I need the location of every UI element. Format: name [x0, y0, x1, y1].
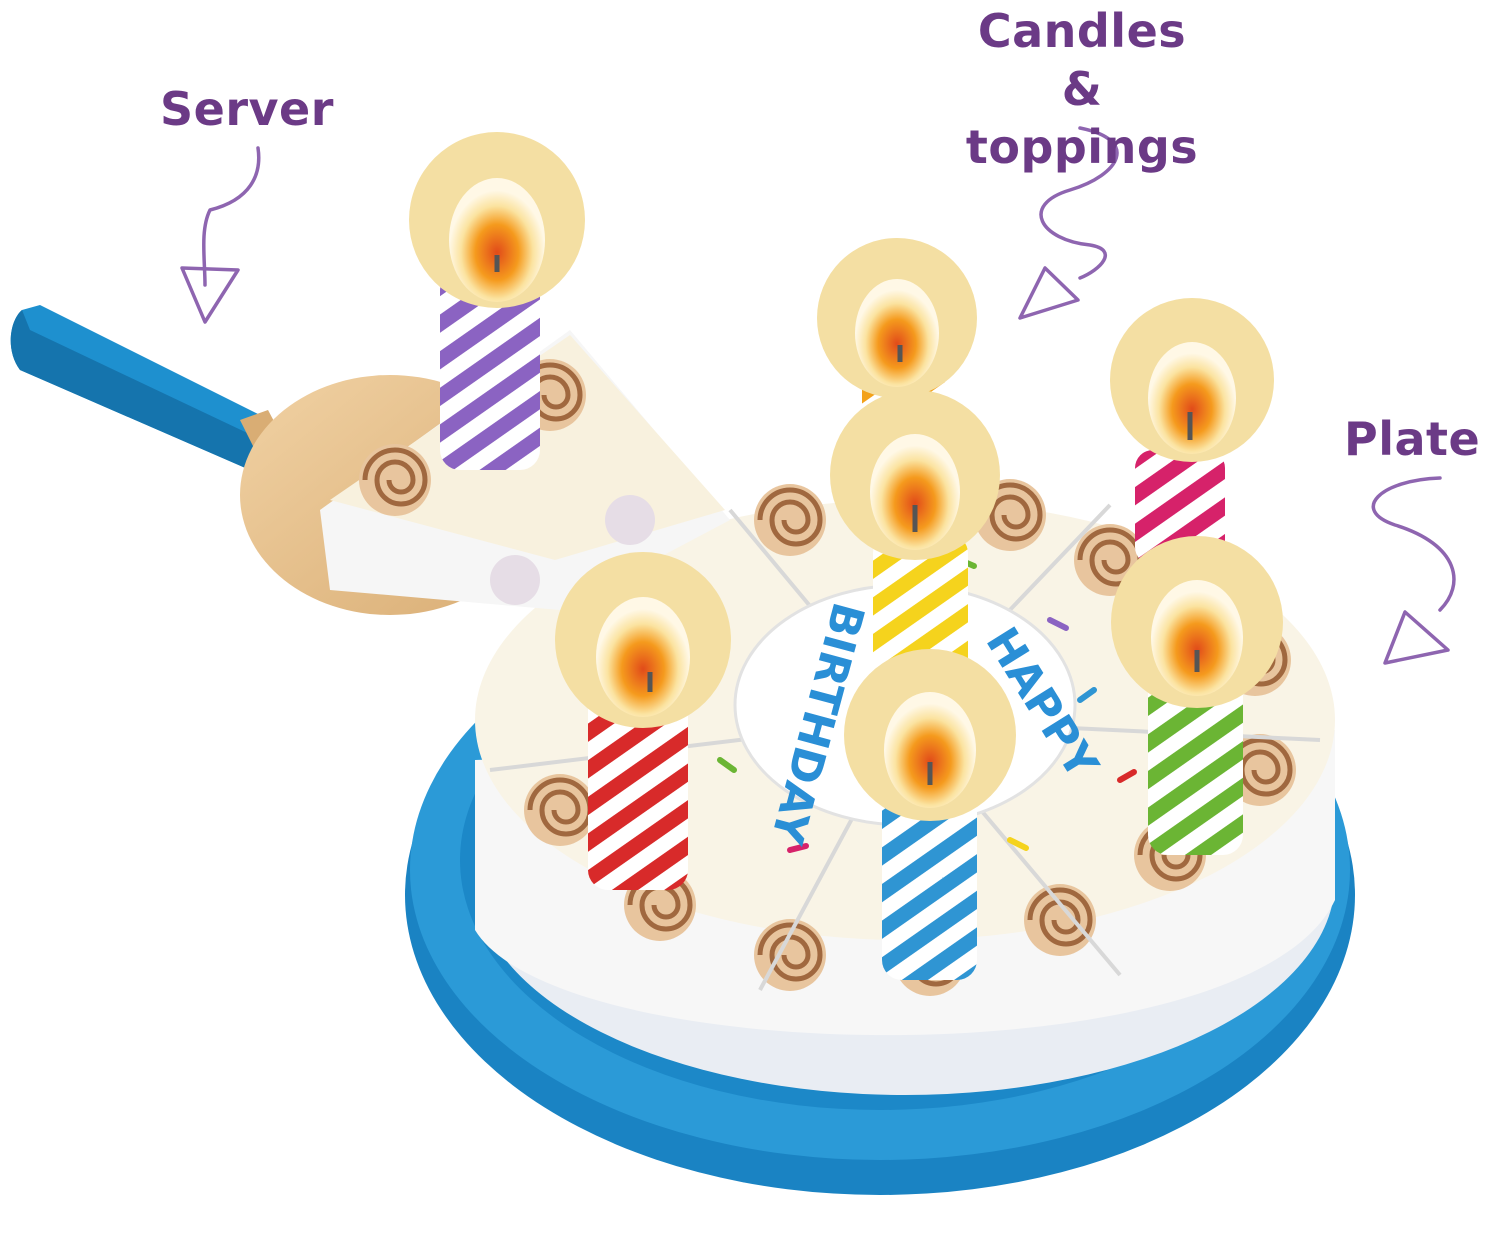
candle-green [1111, 536, 1283, 855]
plate-label: Plate [1344, 412, 1481, 466]
candles-toppings-label: Candles & toppings [948, 2, 1216, 176]
candle-blue [844, 649, 1016, 980]
candle-purple [409, 132, 585, 470]
candle-yellow [830, 390, 1000, 680]
candles-label-line1: Candles [977, 4, 1187, 58]
candles-label-line2: & toppings [965, 62, 1199, 174]
server-arrow [180, 146, 261, 324]
plate-arrow [1371, 476, 1456, 665]
candles-arrow [1018, 126, 1119, 320]
candle-pink [1110, 298, 1274, 565]
candle-red [555, 552, 731, 890]
server-label: Server [160, 82, 334, 136]
